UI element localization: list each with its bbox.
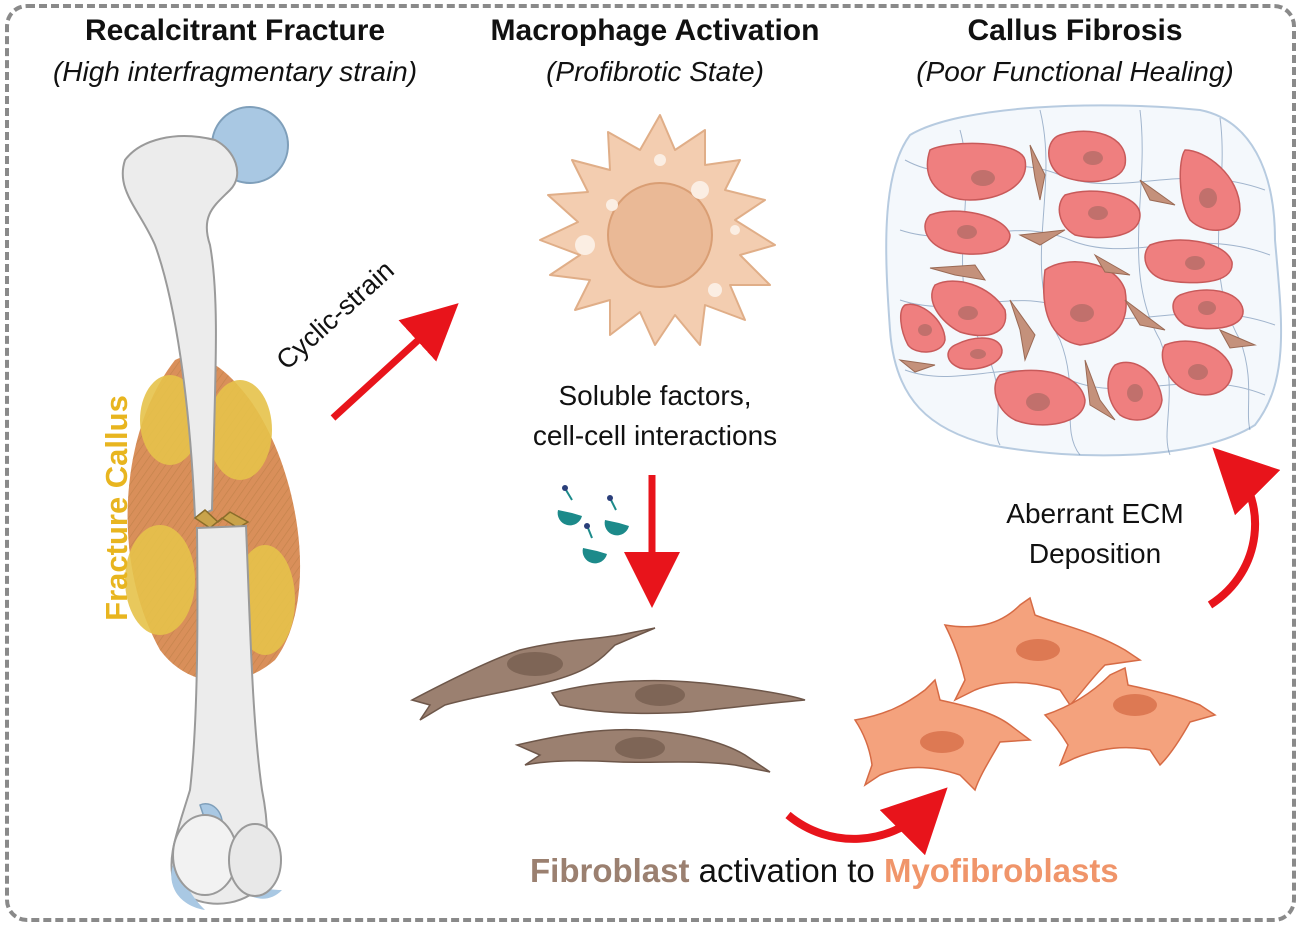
femur-bone	[121, 106, 289, 910]
panel-subtitle-fracture: (High interfragmentary strain)	[52, 56, 418, 87]
myofibroblasts-word: Myofibroblasts	[883, 852, 1119, 889]
activation-arrow	[785, 787, 948, 856]
fibroblasts	[409, 627, 806, 773]
fracture-callus-label: Fracture Callus	[99, 395, 134, 621]
ecm-deposition-label: Aberrant ECM Deposition	[975, 494, 1215, 574]
panel-title-fracture: Recalcitrant Fracture	[84, 14, 386, 47]
receptor-molecules	[557, 485, 629, 564]
bottom-caption: Fibroblast activation to Myofibroblasts	[530, 852, 1119, 890]
cyclic-strain-arrow	[330, 303, 459, 421]
fibroblast-word: Fibroblast	[530, 852, 690, 889]
panel-subtitle-fibrosis: (Poor Functional Healing)	[916, 56, 1234, 87]
activation-words: activation to	[689, 852, 884, 889]
panel-subtitle-macrophage: (Profibrotic State)	[546, 56, 764, 87]
fibrotic-callus-tissue	[885, 104, 1283, 457]
panel-title-fibrosis: Callus Fibrosis	[967, 14, 1183, 47]
soluble-line-1: Soluble factors,	[558, 380, 752, 411]
myofibroblasts	[853, 596, 1217, 792]
ecm-deposition-arrow	[1207, 447, 1281, 609]
macrophage-cell	[539, 114, 776, 346]
soluble-factors-label: Soluble factors, cell-cell interactions	[500, 376, 810, 456]
panel-title-macrophage: Macrophage Activation	[490, 14, 820, 47]
dashed-frame	[5, 4, 1296, 922]
ecm-line-1: Aberrant ECM	[1006, 498, 1184, 529]
ecm-line-2: Deposition	[1028, 538, 1162, 569]
soluble-line-2: cell-cell interactions	[532, 420, 778, 451]
